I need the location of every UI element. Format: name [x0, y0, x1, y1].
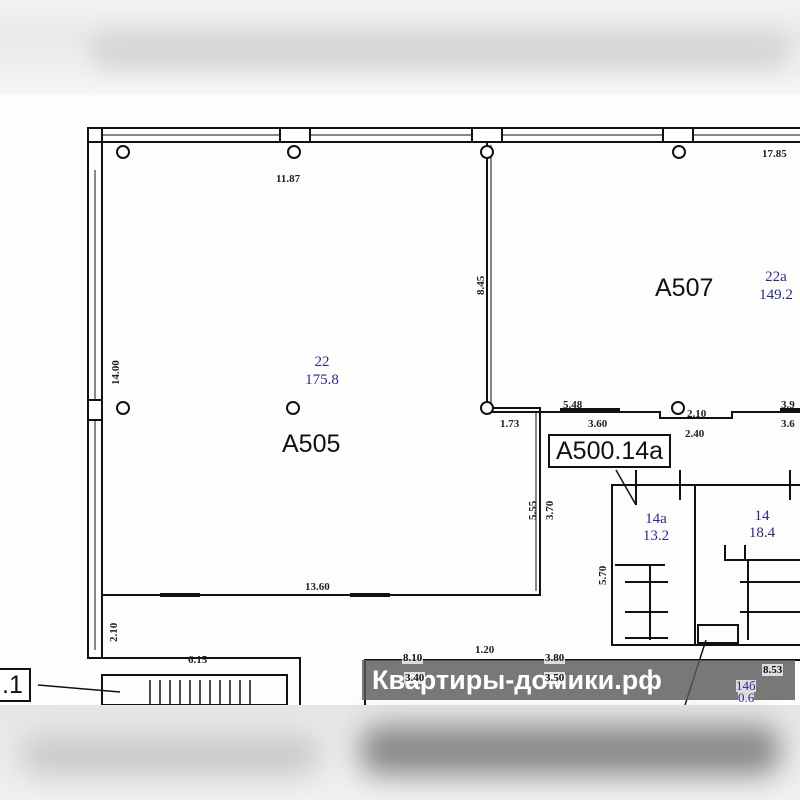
- svg-text:8.45: 8.45: [475, 275, 487, 295]
- svg-text:2.40: 2.40: [685, 428, 705, 440]
- walls: [37, 127, 800, 705]
- room-number-14: 14: [755, 508, 771, 524]
- columns: [116, 145, 686, 415]
- room-area-14b: 0.6: [738, 690, 755, 705]
- svg-text:1.20: 1.20: [475, 644, 495, 656]
- svg-text:6.15: 6.15: [188, 654, 208, 666]
- dimension-3-80: 3.80: [544, 652, 566, 664]
- svg-text:3.9: 3.9: [781, 399, 795, 411]
- svg-text:2.10: 2.10: [108, 622, 120, 642]
- svg-text:1.73: 1.73: [500, 418, 520, 430]
- svg-text:3.6: 3.6: [781, 418, 795, 430]
- room-number-14b: 14б: [736, 678, 756, 693]
- room-number-22a: 22a: [765, 269, 787, 285]
- a505-partition: [102, 142, 541, 596]
- room-area-22: 175.8: [305, 372, 339, 388]
- room-area-14a: 13.2: [643, 528, 669, 544]
- room-area-14: 18.4: [749, 525, 776, 541]
- blurred-top-band: [0, 0, 800, 95]
- svg-text:5.55: 5.55: [527, 500, 539, 520]
- svg-text:3.60: 3.60: [588, 418, 608, 430]
- room-area-22a: 149.2: [759, 287, 793, 303]
- svg-text:14.00: 14.00: [110, 360, 122, 385]
- svg-text:5.70: 5.70: [597, 565, 609, 585]
- room-14-walls: [694, 484, 800, 646]
- stair-treads: [149, 680, 251, 705]
- dimension-labels: 11.87 17.85 14.00 8.45 1.73 5.48 3.60 2.…: [108, 148, 795, 666]
- room-label-a507: A507: [655, 274, 713, 302]
- a507-bottom-wall: [487, 411, 800, 419]
- dimension-8-53: 8.53: [762, 664, 784, 676]
- callout-left-partial: .1: [0, 668, 31, 702]
- outer-wall-left: [87, 127, 103, 659]
- svg-text:5.48: 5.48: [563, 399, 583, 411]
- room-number-22: 22: [315, 354, 330, 370]
- dimension-3-40: 3.40: [404, 672, 426, 684]
- watermark-banner: Квартиры-домики.рф: [362, 660, 795, 700]
- svg-text:3.70: 3.70: [544, 500, 556, 520]
- svg-text:11.87: 11.87: [276, 173, 301, 185]
- svg-text:17.85: 17.85: [762, 148, 787, 160]
- blurred-bottom-band: [0, 705, 800, 800]
- callout-a500-14a: A500.14a: [548, 434, 672, 468]
- svg-text:13.60: 13.60: [305, 581, 330, 593]
- dimension-3-50: 3.50: [544, 672, 566, 684]
- dimension-8-10: 8.10: [402, 652, 424, 664]
- room-number-14a: 14a: [645, 511, 667, 527]
- room-label-a505: A505: [282, 430, 340, 458]
- svg-text:2.10: 2.10: [687, 408, 707, 420]
- floor-plan: A505 22 175.8 A507 22a 149.2 14a 13.2 14…: [37, 127, 800, 705]
